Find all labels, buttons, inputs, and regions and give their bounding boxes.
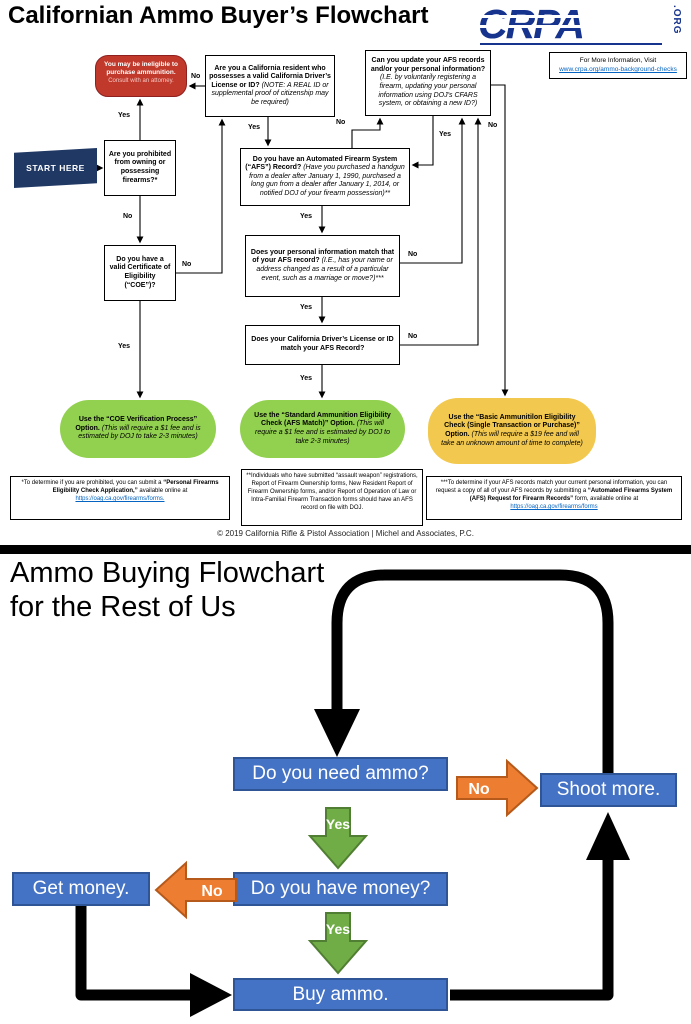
edge-label-yes: Yes — [247, 124, 262, 131]
footnote-bold: “Personal Firearms Eligibility Check App… — [52, 480, 219, 495]
node-label: Do you have money? — [250, 878, 431, 899]
edge-label-no: No — [407, 333, 419, 340]
question-text: Does your California Driver’s License or… — [251, 336, 394, 352]
crpa-info-link[interactable]: www.crpa.org/ammo-background-checks — [559, 66, 677, 74]
need-no-label: No — [468, 781, 490, 798]
question-note: (Have you purchased a handgun from a dea… — [249, 164, 405, 197]
question-text: Can you update your AFS records and/or y… — [370, 57, 486, 73]
oag-forms-link[interactable]: https://oag.ca.gov/firearms/forms — [510, 504, 598, 511]
edge-label-yes: Yes — [117, 112, 132, 119]
bottom-title: Ammo Buying Flowchart for the Rest of Us — [10, 556, 324, 624]
footnote-prohibited: *To determine if you are prohibited, you… — [10, 476, 230, 520]
crpa-logo-text: CRPA — [478, 1, 585, 47]
edge-label-no: No — [335, 119, 347, 126]
edge-label-yes: Yes — [299, 213, 314, 220]
no-arrow-right-icon: No — [456, 758, 539, 818]
question-text: Are you prohibited from owning or posses… — [108, 150, 172, 184]
logo-underline — [480, 43, 662, 45]
arrowhead-right-icon — [190, 973, 232, 1017]
option-text: Use the “COE Verification Process” Optio… — [75, 415, 198, 432]
question-text: Are you a California resident who posses… — [209, 64, 331, 89]
section-divider — [0, 545, 691, 554]
bottom-title-line2: for the Rest of Us — [10, 591, 236, 623]
node-have-money: Do you have money? — [233, 872, 448, 906]
footnote-text: **Individuals who have submitted “assaul… — [246, 473, 418, 512]
node-buy-ammo: Buy ammo. — [233, 978, 448, 1011]
node-label: Buy ammo. — [292, 983, 389, 1005]
node-get-money: Get money. — [12, 872, 150, 906]
money-no-label: No — [201, 883, 223, 900]
footnote-text: ***To determine if your AFS records matc… — [435, 480, 668, 495]
node-basic-option: Use the “Basic Ammunitilon Eligibility C… — [428, 398, 596, 464]
question-text: Does your personal information match tha… — [250, 248, 395, 265]
footnote-bold: “Automated Firearms System (AFS) Request… — [469, 488, 673, 503]
loop-connectors — [75, 569, 630, 1017]
no-arrow-left-icon: No — [154, 860, 237, 920]
question-note: (I.E., has your name or address changed … — [256, 257, 393, 282]
yes-arrow-down-icon: Yes — [307, 912, 369, 975]
node-dl-match-question: Does your California Driver’s License or… — [245, 325, 400, 365]
footnote-text: *To determine if you are prohibited, you… — [21, 480, 164, 486]
edge-label-no: No — [181, 261, 193, 268]
footnote-records: ***To determine if your AFS records matc… — [426, 476, 682, 520]
bottom-title-line1: Ammo Buying Flowchart — [10, 557, 325, 589]
ineligible-text: You may be ineligible to purchase ammuni… — [104, 61, 178, 77]
node-info-match-question: Does your personal information match tha… — [245, 235, 400, 297]
option-text: Use the “Standard Ammunition Eligibility… — [254, 411, 391, 428]
node-update-question: Can you update your AFS records and/or y… — [365, 50, 491, 116]
node-afs-question: Do you have an Automated Firearm System … — [240, 148, 410, 206]
need-yes-label: Yes — [326, 816, 350, 832]
footnote-text: form, available online at — [573, 496, 639, 503]
money-yes-label: Yes — [326, 921, 350, 937]
more-info-text: For More Information, Visit — [579, 57, 657, 64]
edge-label-yes: Yes — [299, 375, 314, 382]
question-note: (I.E. by voluntarily registering a firea… — [378, 74, 478, 108]
node-standard-option: Use the “Standard Ammunition Eligibility… — [240, 400, 405, 458]
edge-label-no: No — [190, 73, 202, 80]
option-note: (This will require a $19 fee and will ta… — [441, 431, 583, 447]
yes-arrow-down-icon: Yes — [307, 807, 369, 870]
logo-stripe-icon — [478, 15, 656, 18]
more-info-box: For More Information, Visit www.crpa.org… — [549, 52, 687, 79]
footnote-afs: **Individuals who have submitted “assaul… — [241, 469, 423, 526]
oag-forms-link[interactable]: https://oag.ca.gov/firearms/forms. — [75, 496, 165, 503]
arrowhead-down-icon — [314, 709, 360, 757]
page-title: Californian Ammo Buyer’s Flowchart — [8, 2, 429, 29]
logo-stripe-icon — [478, 25, 656, 28]
node-resident-question: Are you a California resident who posses… — [205, 55, 335, 117]
node-ineligible: You may be ineligible to purchase ammuni… — [95, 55, 187, 97]
node-need-ammo: Do you need ammo? — [233, 757, 448, 791]
question-note: (NOTE: A REAL ID or supplemental proof o… — [211, 81, 329, 106]
node-label: Do you need ammo? — [252, 763, 429, 784]
node-coe-option: Use the “COE Verification Process” Optio… — [60, 400, 216, 458]
ineligible-subtext: Consult with an attorney. — [108, 78, 174, 85]
edge-label-yes: Yes — [117, 343, 132, 350]
flow-connectors — [96, 82, 509, 399]
start-here-flag: START HERE — [14, 148, 97, 188]
option-note: (This will require a $1 fee and is estim… — [254, 420, 391, 445]
node-label: Shoot more. — [556, 779, 661, 800]
arrowhead-up-icon — [586, 812, 630, 860]
edge-label-no: No — [487, 122, 499, 129]
option-text: Use the “Basic Ammunitilon Eligibility C… — [444, 413, 580, 439]
footnote-text: available online at — [137, 488, 188, 495]
edge-label-yes: Yes — [438, 131, 453, 138]
crpa-logo-org: .ORG — [671, 5, 682, 35]
edge-label-no: No — [407, 251, 419, 258]
node-prohibited-question: Are you prohibited from owning or posses… — [104, 140, 176, 196]
node-coe-question: Do you have a valid Certificate of Eligi… — [104, 245, 176, 301]
copyright-line: © 2019 California Rifle & Pistol Associa… — [217, 529, 474, 538]
crpa-logo: CRPA .ORG — [478, 2, 686, 49]
edge-label-yes: Yes — [299, 304, 314, 311]
question-text: Do you have an Automated Firearm System … — [245, 155, 398, 172]
node-shoot-more: Shoot more. — [540, 773, 677, 807]
option-note: (This will require a $1 fee and is estim… — [78, 424, 201, 441]
edge-label-no: No — [122, 213, 134, 220]
node-label: Get money. — [32, 878, 130, 899]
question-text: Do you have a valid Certificate of Eligi… — [109, 255, 171, 289]
start-here-label: START HERE — [26, 163, 85, 173]
